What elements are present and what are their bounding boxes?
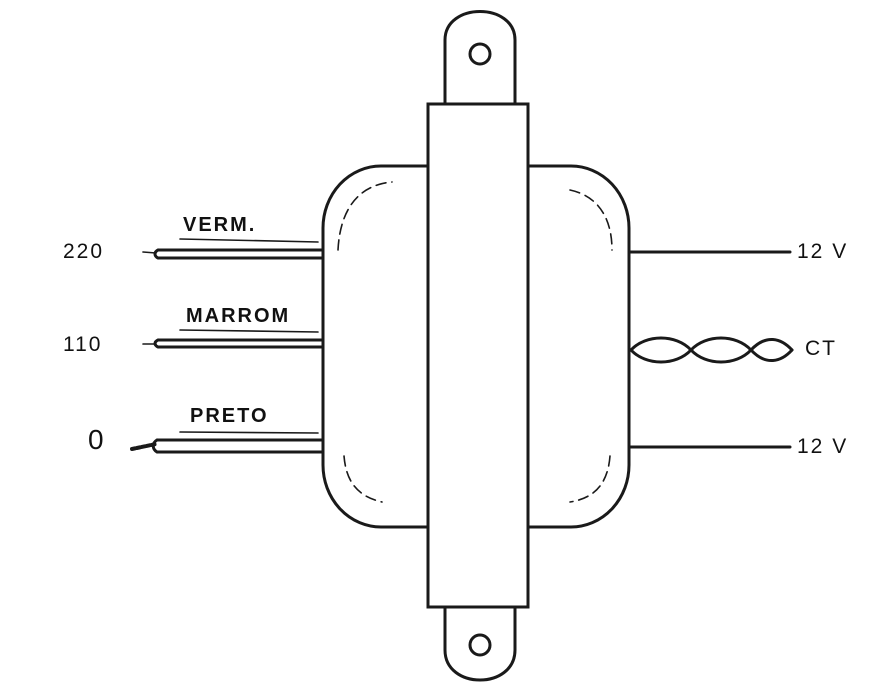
coil-inner-curve-top-right [569, 189, 613, 251]
secondary-tap-ct-label: CT [805, 337, 837, 360]
laminated-core [426, 102, 530, 609]
primary-lead-110 [142, 329, 325, 349]
primary-tap-110-label: 110 [63, 333, 103, 356]
bottom-mounting-hole [468, 633, 492, 657]
wire-color-marrom-label: MARROM [186, 305, 291, 327]
coil-inner-curve-top-left [337, 181, 393, 251]
coil-inner-curve-bottom-left [343, 455, 383, 503]
wire-color-preto-label: PRETO [190, 405, 269, 427]
coil-inner-curve-bottom-right [569, 455, 611, 503]
secondary-tap-12v-bottom-label: 12 V [797, 435, 849, 458]
primary-lead-0 [130, 431, 325, 454]
secondary-tap-12v-top-label: 12 V [797, 240, 849, 263]
top-mounting-hole [468, 42, 492, 66]
primary-lead-220 [142, 238, 325, 260]
primary-tap-0-label: 0 [88, 424, 104, 455]
top-mounting-tab [443, 10, 517, 106]
secondary-lead-ct-twisted [629, 336, 794, 364]
primary-tap-220-label: 220 [63, 240, 105, 263]
bottom-mounting-tab [443, 605, 517, 682]
wire-color-verm-label: VERM. [183, 214, 257, 236]
